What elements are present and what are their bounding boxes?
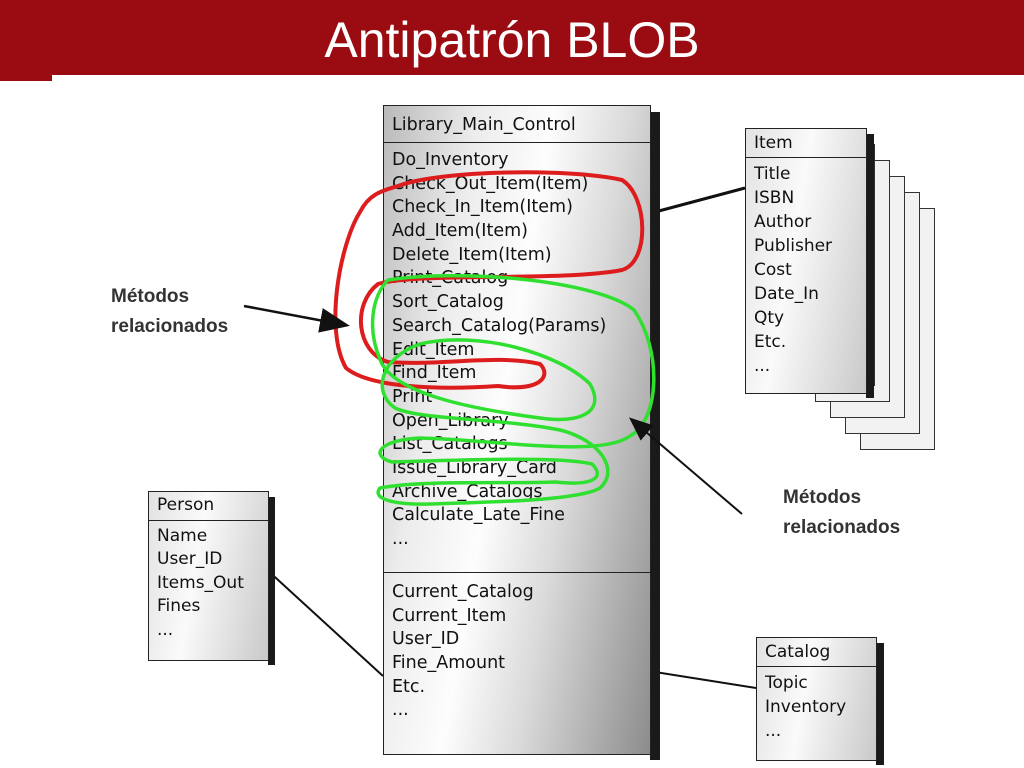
method: Issue_Library_Card [392,457,557,478]
attributes-section: Current_Catalog Current_Item User_ID Fin… [384,573,650,726]
connector-catalog [654,671,757,689]
class-library-main-control: Library_Main_Control Do_Inventory Check_… [383,105,651,755]
class-title: Library_Main_Control [392,115,576,135]
class-name: Person [149,492,268,521]
attribute: Current_Catalog [392,582,534,602]
method: Calculate_Late_Fine [392,505,565,526]
connector-person [264,567,384,677]
attribute: ... [765,721,782,741]
method: ... [392,529,409,549]
title-bar [0,0,1024,75]
attribute: Inventory [765,697,847,717]
class-name: Catalog [757,638,876,667]
attribute: Name [157,525,208,546]
attribute: ... [392,700,409,721]
method: Do_Inventory [392,150,509,170]
class-title: Person [157,495,215,515]
attribute: Etc. [392,676,426,697]
attribute: Date_In [754,284,819,304]
attribute: ... [754,356,771,376]
attribute: Current_Item [392,605,507,626]
attribute: Title [754,164,791,184]
attribute: ISBN [754,188,795,208]
attributes-section: Topic Inventory ... [757,667,876,746]
red-highlight-loop [333,170,645,390]
attribute: User_ID [392,629,460,650]
green-highlight-loop [370,273,656,506]
method: Delete_Item(Item) [392,244,552,265]
method: Edit_Item [392,339,475,360]
method: Check_Out_Item(Item) [392,173,589,194]
attribute: Publisher [754,236,833,256]
annotation-right: Métodos relacionados [783,487,901,538]
person-shadow [268,497,275,665]
slide-title: Antipatrón BLOB [324,12,700,68]
class-item: Item Title ISBN Author Publisher Cost Da… [745,128,867,394]
item-shadow [866,134,874,398]
attribute: Author [754,212,812,232]
method: Add_Item(Item) [392,221,528,242]
arrow-left [243,304,350,333]
catalog-shadow [876,643,884,765]
attribute: Cost [754,260,792,280]
title-bar-tab [0,75,52,81]
attribute: Fine_Amount [392,653,506,674]
method: Find_Item [392,363,477,384]
class-title: Item [754,133,793,153]
attribute: User_ID [157,549,223,569]
methods-section: Do_Inventory Check_Out_Item(Item) Check_… [384,143,650,573]
class-name: Library_Main_Control [384,106,650,143]
method: Search_Catalog(Params) [392,315,607,336]
library-shadow [650,112,660,760]
class-person: Person Name User_ID Items_Out Fines ... [148,491,269,661]
class-name: Item [746,129,866,158]
method: Sort_Catalog [392,292,504,313]
attribute: ... [157,619,174,640]
attribute: Qty [754,308,785,328]
attribute: Items_Out [157,572,244,593]
attribute: Topic [765,673,808,693]
class-catalog: Catalog Topic Inventory ... [756,637,877,761]
attribute: Etc. [754,332,787,352]
method: Check_In_Item(Item) [392,197,573,218]
attribute: Fines [157,596,201,616]
class-title: Catalog [765,642,831,662]
arrow-right [628,417,743,515]
annotation-left: Métodos relacionados [111,286,229,337]
method: Archive_Catalogs [392,481,543,502]
attributes-section: Name User_ID Items_Out Fines ... [149,521,268,646]
connector-item [654,186,746,214]
attributes-section: Title ISBN Author Publisher Cost Date_In… [746,158,866,381]
